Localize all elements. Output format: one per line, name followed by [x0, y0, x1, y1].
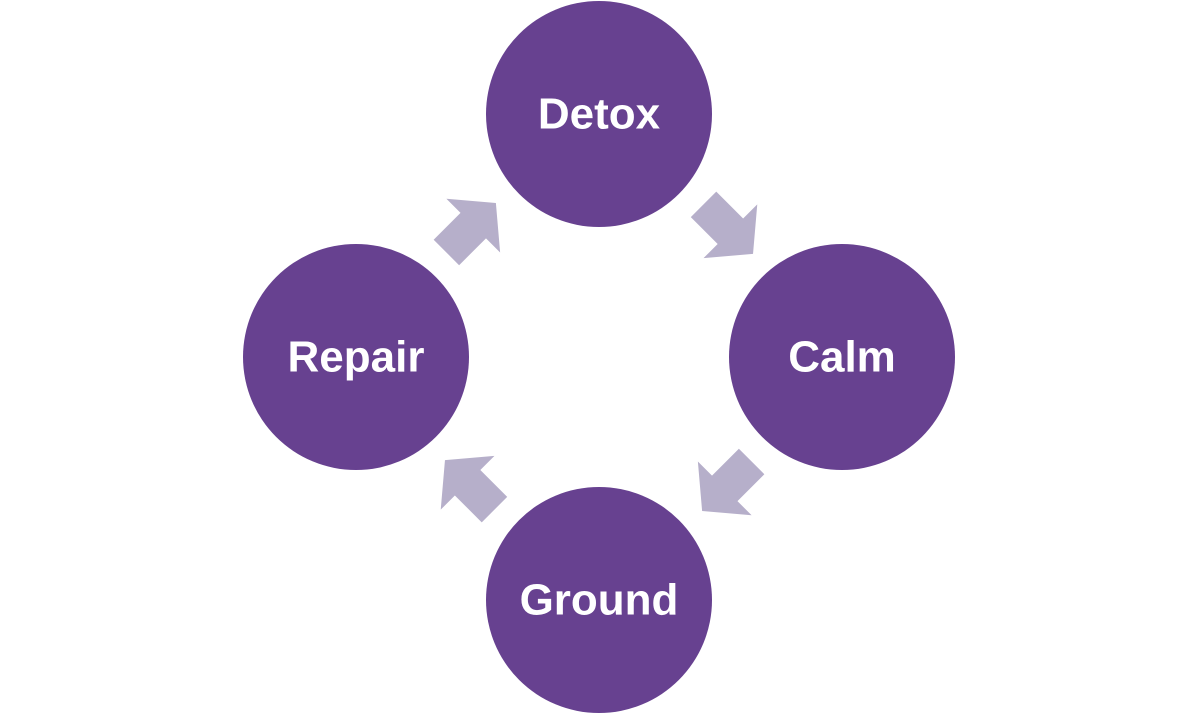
- node-circle: [729, 244, 955, 470]
- arrow-detox-to-calm: [690, 191, 758, 259]
- node-circle: [486, 487, 712, 713]
- node-circle: [243, 244, 469, 470]
- node-label: Detox: [538, 90, 661, 139]
- arrow-ground-to-repair: [440, 455, 508, 523]
- node-repair: Repair: [243, 244, 469, 470]
- node-ground: Ground: [486, 487, 712, 713]
- node-detox: Detox: [486, 1, 712, 227]
- arrow-calm-to-ground: [697, 448, 765, 516]
- node-label: Calm: [788, 333, 896, 382]
- node-label: Ground: [520, 576, 679, 625]
- node-label: Repair: [288, 333, 425, 382]
- node-calm: Calm: [729, 244, 955, 470]
- node-circle: [486, 1, 712, 227]
- arrow-repair-to-detox: [433, 198, 501, 266]
